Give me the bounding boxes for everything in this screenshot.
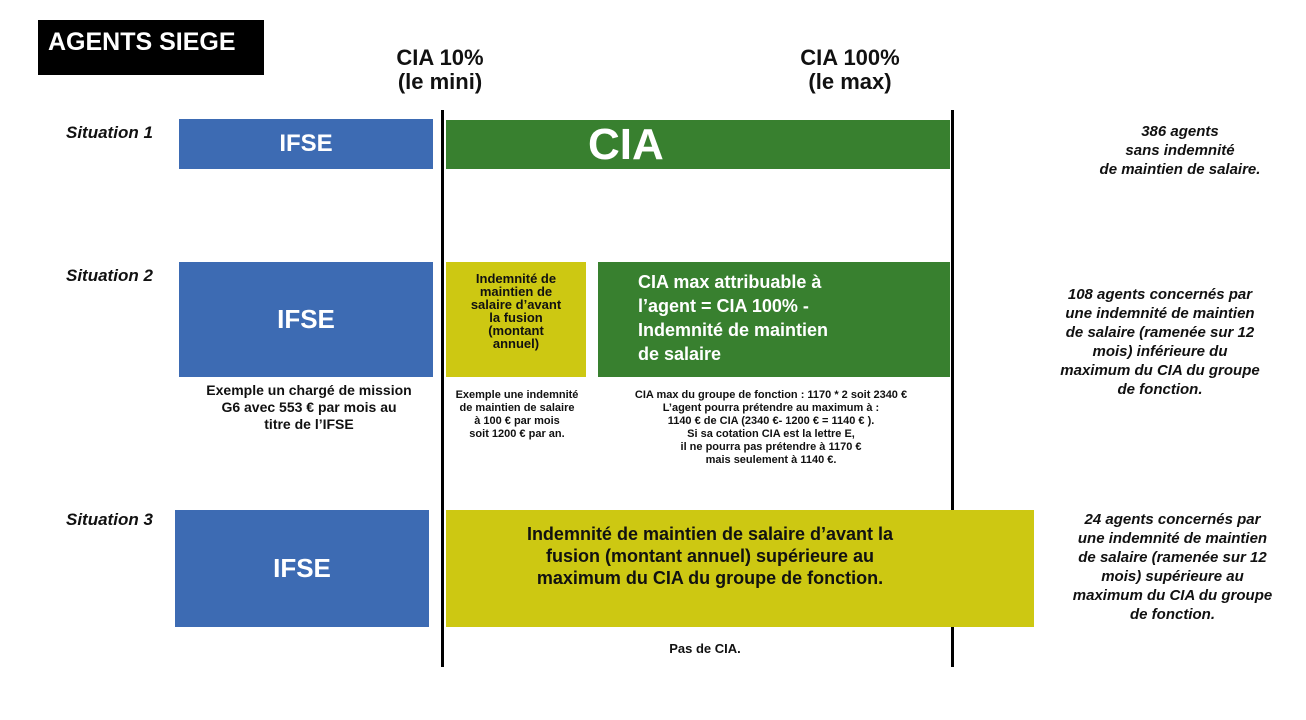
text-line: fusion (montant annuel) supérieure au xyxy=(545,546,875,566)
text-line: une indemnité de maintien xyxy=(1065,305,1255,322)
header-line: CIA 10% xyxy=(396,45,484,70)
text-line: de fonction. xyxy=(1117,381,1203,398)
text-line: 1140 € de CIA (2340 €- 1200 € = 1140 € )… xyxy=(667,415,875,427)
text-line: de salaire xyxy=(638,344,722,364)
text-line: l’agent = CIA 100% - xyxy=(638,296,809,316)
text-line: salaire d’avant xyxy=(470,297,562,312)
text-line: maintien de xyxy=(479,284,553,299)
text-line: de salaire (ramenée sur 12 xyxy=(1065,324,1255,341)
text-line: mois) supérieure au xyxy=(1101,568,1244,585)
ifse-example-2: Exemple un chargé de mission G6 avec 553… xyxy=(179,382,439,433)
text-line: (montant xyxy=(488,323,544,338)
indemnite-example-2: Exemple une indemnité de maintien de sal… xyxy=(446,389,588,441)
text-line: Indemnité de xyxy=(475,271,557,286)
text-line: de maintien de salaire xyxy=(459,402,575,414)
text-line: Exemple une indemnité xyxy=(455,389,579,401)
text-line: 24 agents concernés par xyxy=(1084,511,1261,528)
no-cia-note: Pas de CIA. xyxy=(669,641,741,656)
text-line: sans indemnité xyxy=(1125,142,1235,159)
text-line: 386 agents xyxy=(1141,123,1219,140)
header-line: (le max) xyxy=(808,69,892,94)
page-title: AGENTS SIEGE xyxy=(38,20,264,75)
ifse-block-2: IFSE xyxy=(179,262,433,377)
header-line: CIA 100% xyxy=(800,45,900,70)
ifse-block-1: IFSE xyxy=(179,119,433,169)
situation-1-label: Situation 1 xyxy=(66,123,153,142)
text-line: il ne pourra pas prétendre à 1170 € xyxy=(680,441,862,453)
text-line: 108 agents concernés par xyxy=(1067,286,1253,303)
text-line: la fusion xyxy=(489,310,543,325)
indemnite-block-2: Indemnité de maintien de salaire d’avant… xyxy=(446,262,586,377)
text-line: annuel) xyxy=(492,336,540,351)
cia-example-2: CIA max du groupe de fonction : 1170 * 2… xyxy=(596,389,946,467)
text-line: maximum du CIA du groupe xyxy=(1072,587,1273,604)
situation-3-label: Situation 3 xyxy=(66,510,153,529)
text-line: soit 1200 € par an. xyxy=(469,428,565,440)
column-header-cia-100: CIA 100% (le max) xyxy=(770,46,930,94)
text-line: mais seulement à 1140 €. xyxy=(705,454,837,466)
text-line: de fonction. xyxy=(1130,606,1215,623)
text-line: une indemnité de maintien xyxy=(1077,530,1268,547)
text-line: titre de l’IFSE xyxy=(264,416,354,432)
ifse-block-3: IFSE xyxy=(175,510,429,627)
text-line: mois) inférieure du xyxy=(1092,343,1228,360)
indemnite-block-3: Indemnité de maintien de salaire d’avant… xyxy=(446,510,1034,627)
cia-max-block-2: CIA max attribuable à l’agent = CIA 100%… xyxy=(598,262,950,377)
column-header-cia-10: CIA 10% (le mini) xyxy=(365,46,515,94)
situation-3-description: 24 agents concernés par une indemnité de… xyxy=(1050,510,1295,624)
text-line: Exemple un chargé de mission xyxy=(206,382,412,398)
text-line: maximum du CIA du groupe de fonction. xyxy=(536,568,884,588)
text-line: Si sa cotation CIA est la lettre E, xyxy=(687,428,855,440)
text-line: de maintien de salaire. xyxy=(1099,161,1261,178)
situation-2-description: 108 agents concernés par une indemnité d… xyxy=(1040,285,1280,399)
text-line: Indemnité de maintien xyxy=(638,320,829,340)
cia-100-line xyxy=(951,110,954,667)
text-line: Indemnité de maintien de salaire d’avant… xyxy=(526,524,894,544)
text-line: de salaire (ramenée sur 12 xyxy=(1078,549,1267,566)
text-line: CIA max attribuable à xyxy=(638,272,822,292)
text-line: à 100 € par mois xyxy=(474,415,560,427)
situation-2-label: Situation 2 xyxy=(66,266,153,285)
header-line: (le mini) xyxy=(397,69,483,94)
text-line: L’agent pourra prétendre au maximum à : xyxy=(662,402,880,414)
cia-10-line xyxy=(441,110,444,667)
text-line: G6 avec 553 € par mois au xyxy=(221,399,397,415)
text-line: maximum du CIA du groupe xyxy=(1060,362,1260,379)
text-line: CIA max du groupe de fonction : 1170 * 2… xyxy=(634,389,908,401)
situation-1-description: 386 agents sans indemnité de maintien de… xyxy=(1060,122,1300,179)
cia-block-1: CIA xyxy=(446,120,950,169)
